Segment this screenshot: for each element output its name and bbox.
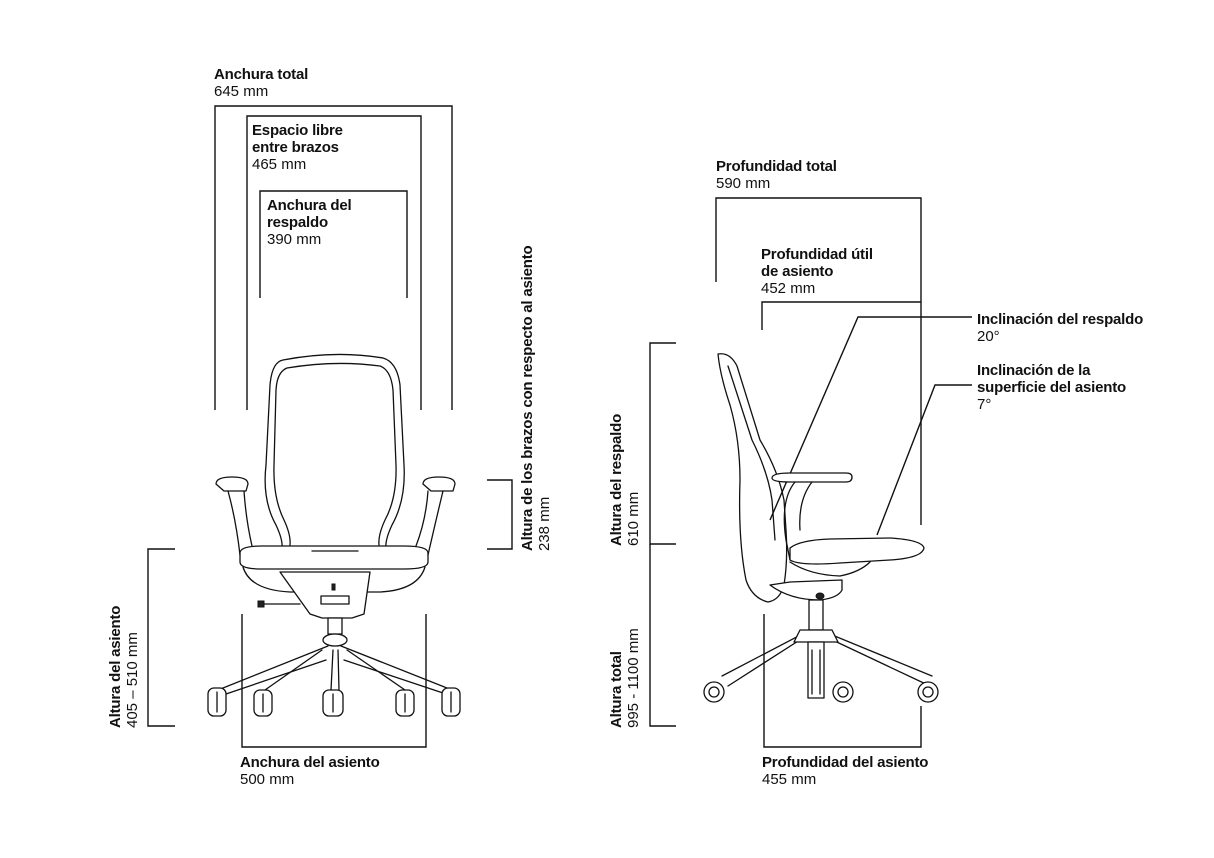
usable-seat-depth-label: Profundidad útil de asiento 452 mm (761, 246, 873, 297)
backrest-width-bracket (259, 190, 408, 298)
seat-height-value: 405 – 510 mm (124, 632, 141, 728)
armrest-height-value: 238 mm (536, 496, 553, 551)
backrest-width-title-2: respaldo (267, 214, 328, 231)
seat-width-value: 500 mm (240, 771, 295, 788)
overall-height-value: 995 - 1100 mm (625, 628, 642, 728)
armrest-height-bracket (487, 479, 513, 550)
usable-seat-depth-value: 452 mm (761, 280, 816, 297)
overall-width-label: Anchura total 645 mm (214, 66, 308, 100)
seat-tilt-title-1: Inclinación de la (977, 362, 1091, 379)
seat-depth-value: 455 mm (762, 771, 817, 788)
overall-depth-bracket (715, 197, 922, 525)
usable-seat-depth-bracket (761, 301, 921, 330)
front-chair (207, 353, 461, 717)
usable-seat-depth-title-1: Profundidad útil (761, 246, 873, 263)
seat-depth-label: Profundidad del asiento 455 mm (762, 754, 928, 788)
seat-width-title: Anchura del asiento (240, 754, 380, 771)
seat-depth-bracket (763, 614, 922, 748)
seat-width-label: Anchura del asiento 500 mm (240, 754, 380, 788)
arm-clearance-label: Espacio libre entre brazos 465 mm (252, 122, 343, 173)
backrest-height-title: Altura del respaldo (608, 413, 625, 546)
seat-depth-title: Profundidad del asiento (762, 754, 929, 771)
arm-clearance-title-2: entre brazos (252, 139, 339, 156)
backrest-tilt-title: Inclinación del respaldo (977, 311, 1144, 328)
seat-height-bracket (147, 548, 175, 727)
backrest-width-value: 390 mm (267, 231, 322, 248)
backrest-tilt-value: 20° (977, 328, 1000, 345)
overall-width-value: 645 mm (214, 83, 269, 100)
overall-width-bracket (214, 105, 453, 410)
backrest-height-label: Altura del respaldo 610 mm (608, 414, 642, 546)
overall-depth-label: Profundidad total 590 mm (716, 158, 837, 192)
overall-depth-value: 590 mm (716, 175, 771, 192)
seat-tilt-label: Inclinación de la superficie del asiento… (977, 362, 1126, 413)
backrest-width-title-1: Anchura del (267, 197, 352, 214)
overall-height-title: Altura total (608, 651, 625, 728)
seat-height-label: Altura del asiento 405 – 510 mm (107, 606, 141, 728)
arm-clearance-bracket (246, 115, 422, 410)
arm-clearance-value: 465 mm (252, 156, 307, 173)
backrest-height-bracket (649, 342, 676, 545)
backrest-tilt-leader (769, 316, 972, 521)
backrest-width-label: Anchura del respaldo 390 mm (267, 197, 352, 248)
armrest-height-label: Altura de los brazos con respecto al asi… (519, 246, 553, 551)
overall-width-title: Anchura total (214, 66, 309, 83)
armrest-height-title: Altura de los brazos con respecto al asi… (519, 245, 536, 551)
seat-height-title: Altura del asiento (107, 605, 124, 728)
seat-tilt-value: 7° (977, 396, 992, 413)
overall-depth-title: Profundidad total (716, 158, 837, 175)
side-chair (703, 353, 939, 703)
seat-tilt-title-2: superficie del asiento (977, 379, 1126, 396)
overall-height-bracket (649, 544, 676, 727)
overall-height-label: Altura total 995 - 1100 mm (608, 628, 642, 728)
backrest-tilt-label: Inclinación del respaldo 20° (977, 311, 1143, 345)
backrest-height-value: 610 mm (625, 491, 642, 546)
side-dimension-lines (649, 197, 972, 748)
usable-seat-depth-title-2: de asiento (761, 263, 834, 280)
arm-clearance-title-1: Espacio libre (252, 122, 343, 139)
seat-tilt-leader (876, 384, 972, 536)
